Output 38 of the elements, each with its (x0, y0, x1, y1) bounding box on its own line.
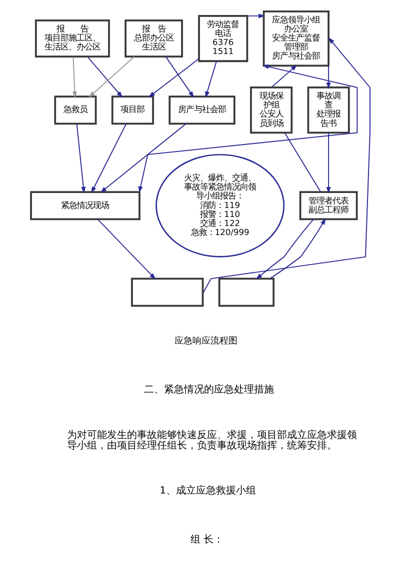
node-box: 劳动监督电话 63761511 (198, 14, 248, 62)
node-box: 现场保护组 公安人员到场 (250, 86, 292, 134)
arrow (100, 123, 186, 193)
label: 组 长： (190, 534, 223, 546)
arrow (202, 37, 370, 293)
arrow (76, 123, 86, 194)
node-ellipse: 火灾、爆炸、交通、事故等紧急情况向领导小组报告： 消防：119 报警：110 交通：122 急救：120/999 (155, 154, 284, 258)
arrow (246, 14, 265, 18)
node-box (218, 278, 274, 307)
node-box: 项目部 (110, 96, 154, 125)
arrow (148, 58, 199, 98)
arrow (204, 60, 216, 98)
node-box: 紧急情况现场 (30, 191, 140, 220)
node-box: 急救员 (54, 96, 96, 125)
arrow (255, 218, 314, 280)
label: 二、紧急情况的应急处理措施 (144, 384, 274, 396)
arrow (86, 56, 122, 98)
node-box: 应急领导小组办公室 安全生产监督管理部 房产与社会部 (262, 10, 329, 67)
node-box (130, 278, 204, 307)
arrow (90, 123, 126, 194)
arrow (270, 64, 297, 88)
connector (284, 132, 321, 192)
arrow (164, 56, 194, 98)
arrow (138, 64, 358, 193)
node-box: 房产与社会部 (168, 96, 235, 125)
arrow (96, 218, 156, 280)
arrow (72, 56, 76, 98)
arrow (326, 132, 330, 194)
arrow (269, 218, 326, 280)
node-box: 报 告 项目部施工区、生活区、办公区 (34, 20, 110, 58)
node-box: 管理者代表 副总工程师 (298, 191, 358, 220)
label: 为对可能发生的事故能够快速反应、求援，项目部成立应急求援领导小组，由项目经理任组长，负责事故现场指挥，统筹安排。 (66, 430, 357, 452)
node-box: 事故调查 处理报告书 (306, 86, 350, 134)
arrow (326, 65, 330, 89)
node-box: 报 告 总部办公区 生活区 (124, 20, 182, 58)
label: 1、成立应急救援小组 (159, 486, 256, 497)
arrow (88, 56, 134, 98)
label: 应急响应流程图 (174, 336, 238, 346)
